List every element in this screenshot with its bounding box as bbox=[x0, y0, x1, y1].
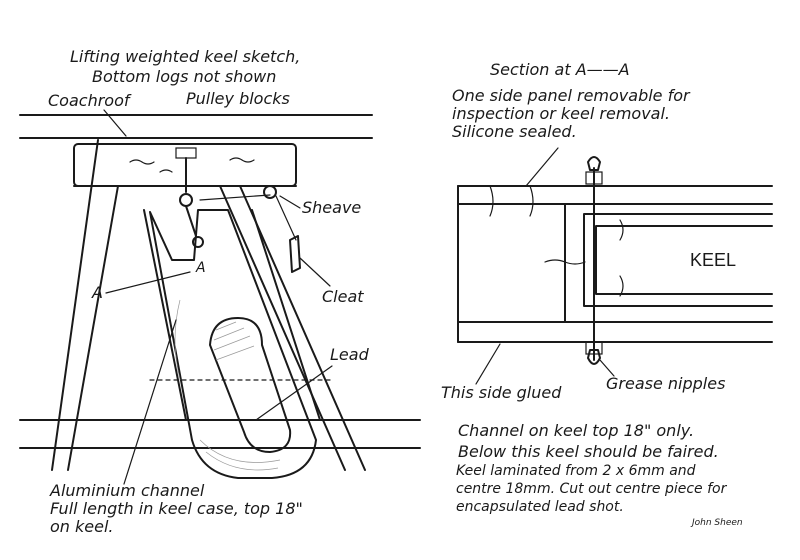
cleat: Cleat bbox=[289, 235, 364, 306]
pulley-blocks bbox=[175, 147, 271, 248]
grease-nipple-bolt bbox=[585, 156, 603, 365]
note-line5: encapsulated lead shot. bbox=[456, 499, 624, 515]
section-title: Section at A——A bbox=[490, 60, 630, 79]
sheave-label: Sheave bbox=[302, 198, 361, 217]
side-panel-note-line1: One side panel removable for bbox=[452, 86, 691, 105]
right-section: Section at A——A One side panel removable… bbox=[441, 60, 773, 402]
lead-pocket bbox=[209, 317, 292, 453]
signature: John Sheen bbox=[690, 518, 743, 528]
sheave: Sheave bbox=[263, 185, 361, 241]
grease-nipples-label: Grease nipples bbox=[606, 374, 725, 393]
coachroof-label: Coachroof bbox=[48, 91, 132, 110]
keel-body bbox=[149, 209, 317, 479]
note-line2: Below this keel should be faired. bbox=[458, 442, 719, 461]
section-mark-a-left: A bbox=[91, 283, 103, 302]
aluminium-channel-section bbox=[583, 213, 773, 307]
coachroof-structure bbox=[19, 109, 373, 139]
notes: Channel on keel top 18" only. Below this… bbox=[456, 421, 728, 515]
pulley-blocks-label: Pulley blocks bbox=[186, 89, 290, 108]
cleat-label: Cleat bbox=[322, 287, 364, 306]
sketch-title-line1: Lifting weighted keel sketch, bbox=[70, 47, 300, 66]
aluminium-label-line1: Aluminium channel bbox=[49, 481, 205, 500]
side-panel-note-line3: Silicone sealed. bbox=[452, 122, 577, 141]
section-structure bbox=[457, 185, 773, 343]
aluminium-label-line2: Full length in keel case, top 18" bbox=[50, 499, 303, 518]
keel-case-walls bbox=[19, 139, 421, 471]
note-line1: Channel on keel top 18" only. bbox=[458, 421, 694, 440]
note-line3: Keel laminated from 2 x 6mm and bbox=[456, 463, 696, 479]
side-panel-note-line2: inspection or keel removal. bbox=[452, 104, 670, 123]
sketch-title-line2: Bottom logs not shown bbox=[92, 67, 276, 86]
section-mark-a-upper: A bbox=[195, 260, 206, 276]
left-sketch: Lifting weighted keel sketch, Bottom log… bbox=[19, 47, 421, 536]
aluminium-label-line3: on keel. bbox=[50, 517, 114, 536]
lead-label: Lead bbox=[330, 345, 370, 364]
note-line4: centre 18mm. Cut out centre piece for bbox=[456, 481, 728, 497]
keel-label: KEEL bbox=[690, 250, 736, 270]
this-side-glued-label: This side glued bbox=[441, 383, 562, 402]
